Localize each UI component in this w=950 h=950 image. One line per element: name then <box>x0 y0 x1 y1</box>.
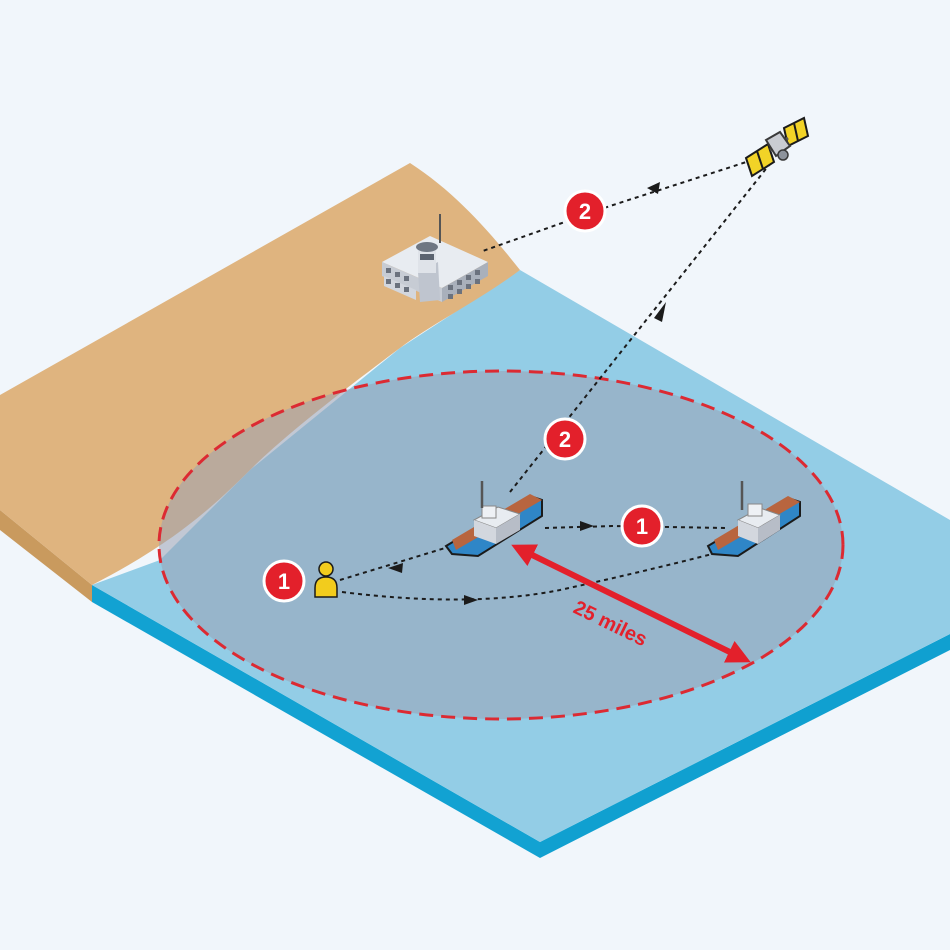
badge-label: 1 <box>278 569 290 594</box>
sea-front-edge <box>92 585 540 858</box>
badge-ship-to-ship: 1 <box>620 504 664 548</box>
badge-person-alert: 1 <box>262 559 306 603</box>
arrowhead-right-low <box>464 595 478 605</box>
path-ship-to-satellite <box>509 159 774 493</box>
arrowhead-up <box>654 302 666 322</box>
badge-label: 2 <box>559 427 571 452</box>
range-boundary <box>157 369 845 721</box>
ship-icon <box>444 481 543 558</box>
satellite-icon <box>744 116 810 178</box>
arrowhead-left-mid <box>388 563 403 573</box>
path-ship-to-ship <box>544 524 726 529</box>
land-left-edge <box>0 510 92 602</box>
range-arrow <box>511 544 751 663</box>
sea-right-edge <box>540 634 950 858</box>
badge-ship-to-satellite: 2 <box>543 417 587 461</box>
badge-satellite-to-station: 2 <box>563 189 607 233</box>
arrowhead-right-ships <box>580 521 594 531</box>
coast-station-icon <box>382 214 488 302</box>
badge-label: 2 <box>579 199 591 224</box>
badge-label: 1 <box>636 514 648 539</box>
path-satellite-to-station <box>479 154 769 253</box>
arrowhead-left-top <box>647 182 660 194</box>
communication-paths <box>339 154 774 605</box>
person-icon <box>314 561 338 598</box>
